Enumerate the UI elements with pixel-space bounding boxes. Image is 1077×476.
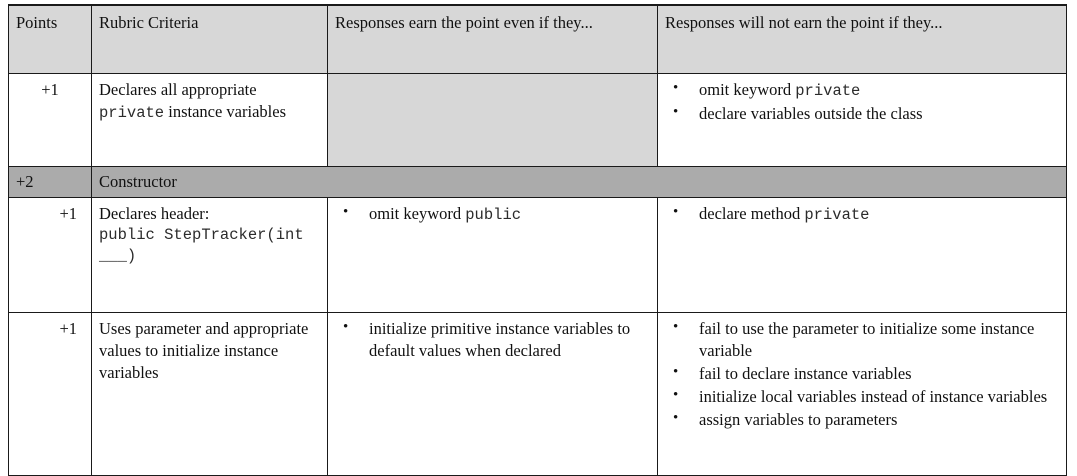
list-item: initialize local variables instead of in… (673, 385, 1059, 408)
criteria-text-lead: Declares header: (99, 204, 210, 223)
bullet-text-before: initialize local variables instead of in… (699, 387, 1048, 407)
bullet-text-before: declare variables outside the class (699, 103, 923, 123)
section-points: +2 (8, 166, 92, 198)
criteria-text-tail: instance variables (164, 102, 286, 122)
responses-earn-cell: omit keyword public (327, 197, 658, 313)
points-cell: +1 (8, 197, 92, 313)
responses-earn-cell-empty (327, 73, 658, 167)
list-item: declare method private (673, 202, 1059, 226)
list-item: initialize primitive instance variables … (343, 317, 650, 362)
points-cell: +1 (8, 73, 92, 167)
responses-not-earn-cell: omit keyword private declare variables o… (657, 73, 1067, 167)
list-item: omit keyword public (343, 202, 650, 226)
table-row: +1 Declares header: public StepTracker(i… (8, 197, 1067, 313)
responses-not-earn-cell: declare method private (657, 197, 1067, 313)
bullet-text-before: omit keyword (699, 80, 796, 99)
column-header-rubric-criteria: Rubric Criteria (91, 4, 328, 74)
criteria-text-lead: Declares all appropriate (99, 80, 257, 99)
list-item: declare variables outside the class (673, 102, 1059, 125)
list-item: omit keyword private (673, 78, 1059, 102)
table-row: +1 Uses parameter and appropriate values… (8, 312, 1067, 476)
rubric-table: Points Rubric Criteria Responses earn th… (8, 4, 1067, 476)
bullet-code: public (465, 206, 522, 224)
list-item: fail to use the parameter to initialize … (673, 317, 1059, 362)
section-row-constructor: +2 Constructor (8, 166, 1067, 198)
bullet-text-before: assign variables to parameters (699, 410, 898, 430)
bullet-list: omit keyword public (335, 202, 650, 226)
table-row: +1 Declares all appropriate private inst… (8, 73, 1067, 167)
section-title: Constructor (91, 166, 1067, 198)
bullet-list: declare method private (665, 202, 1059, 226)
criteria-code-signature: public StepTracker(int ___) (99, 226, 304, 266)
bullet-code: private (804, 206, 870, 224)
bullet-text-before: declare method (699, 204, 805, 223)
bullet-text-before: fail to declare instance variables (699, 364, 912, 384)
criteria-cell: Declares all appropriate private instanc… (91, 73, 328, 167)
column-header-points: Points (8, 4, 92, 74)
responses-earn-cell: initialize primitive instance variables … (327, 312, 658, 476)
table-header-row: Points Rubric Criteria Responses earn th… (8, 4, 1067, 74)
bullet-text-before: omit keyword (369, 204, 466, 223)
list-item: fail to declare instance variables (673, 362, 1059, 385)
criteria-cell: Declares header: public StepTracker(int … (91, 197, 328, 313)
points-cell: +1 (8, 312, 92, 476)
bullet-list: fail to use the parameter to initialize … (665, 317, 1059, 432)
column-header-responses-earn: Responses earn the point even if they... (327, 4, 658, 74)
criteria-cell: Uses parameter and appropriate values to… (91, 312, 328, 476)
bullet-code: private (795, 82, 861, 100)
bullet-list: initialize primitive instance variables … (335, 317, 650, 362)
list-item: assign variables to parameters (673, 408, 1059, 431)
rubric-table-container: Points Rubric Criteria Responses earn th… (8, 4, 1067, 476)
bullet-text-before: fail to use the parameter to initialize … (699, 319, 1035, 361)
column-header-responses-not-earn: Responses will not earn the point if the… (657, 4, 1067, 74)
bullet-text-before: initialize primitive instance variables … (369, 319, 631, 361)
responses-not-earn-cell: fail to use the parameter to initialize … (657, 312, 1067, 476)
criteria-code-keyword: private (99, 104, 165, 123)
bullet-list: omit keyword private declare variables o… (665, 78, 1059, 125)
